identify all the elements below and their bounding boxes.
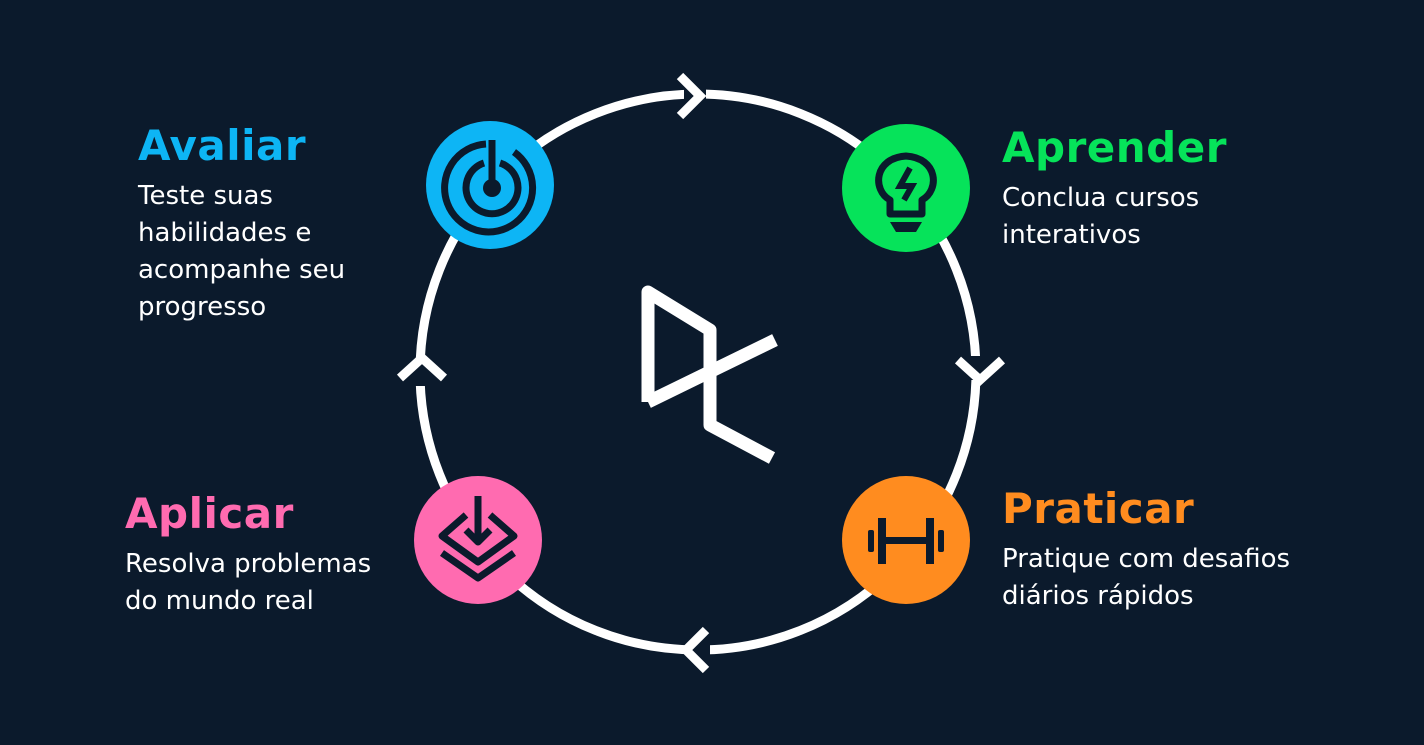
target-icon [426, 121, 554, 249]
layers-download-icon [414, 476, 542, 604]
step-aprender: Aprender Conclua cursos interativos [1002, 124, 1227, 254]
step-description: Resolva problemas do mundo real [125, 549, 372, 616]
arrow-down-icon [954, 356, 1006, 387]
logo-icon [641, 285, 778, 464]
lightbulb-icon [842, 124, 970, 252]
dumbbell-icon [842, 476, 970, 604]
step-title: Praticar [1002, 484, 1195, 533]
step-description: Pratique com desafios diários rápidos [1002, 544, 1291, 611]
step-praticar: Praticar Pratique com desafios diários r… [1002, 485, 1290, 615]
step-title: Aplicar [125, 489, 294, 538]
step-title: Avaliar [138, 121, 307, 170]
step-title: Aprender [1002, 123, 1227, 172]
step-aplicar: Aplicar Resolva problemas do mundo real [125, 490, 371, 620]
arrow-left-icon [679, 626, 710, 674]
arrow-up-icon [396, 351, 448, 386]
arrow-right-icon [676, 72, 707, 120]
step-description: Teste suas habilidades e acompanhe seu p… [138, 181, 346, 322]
step-avaliar: Avaliar Teste suas habilidades e acompan… [138, 122, 345, 326]
step-description: Conclua cursos interativos [1002, 183, 1200, 250]
